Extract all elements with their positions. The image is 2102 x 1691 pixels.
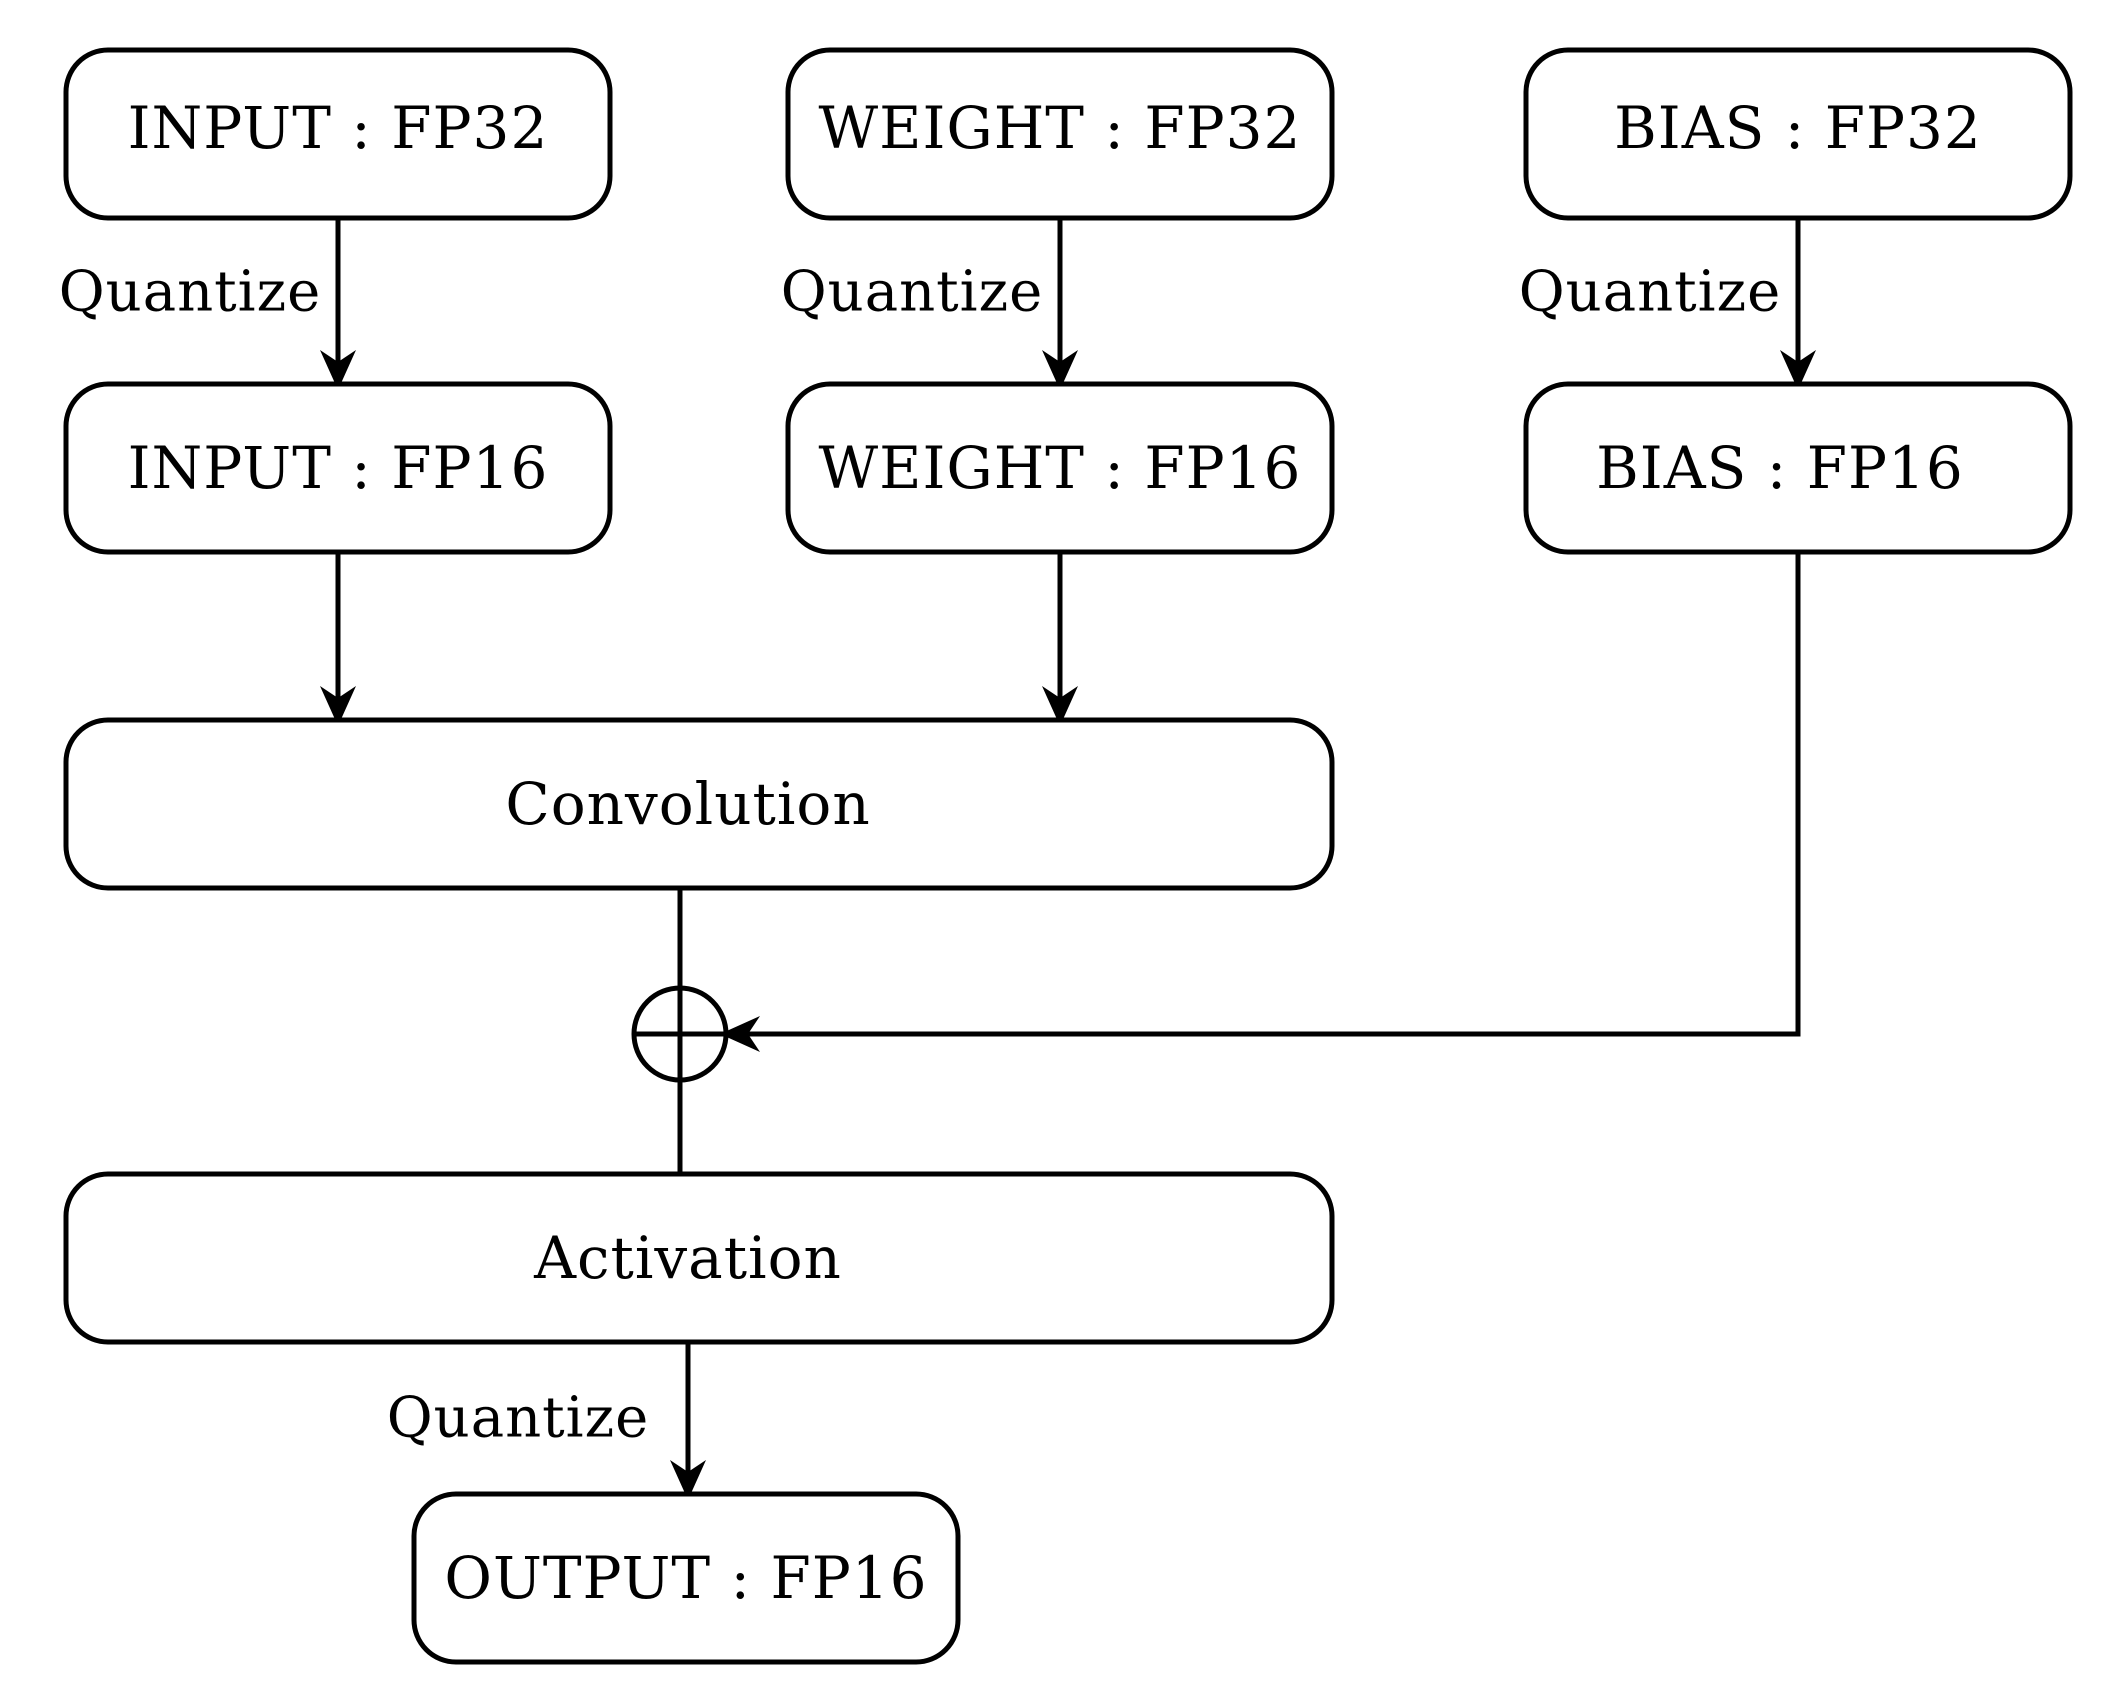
- bias-fp16-node: BIAS : FP16: [1523, 381, 2073, 555]
- weight-quantize-label: Quantize: [781, 260, 1044, 325]
- bias-quantize-label: Quantize: [1519, 260, 1782, 325]
- weight-fp32-label: WEIGHT : FP32: [819, 94, 1302, 162]
- output-quantize-label: Quantize: [387, 1386, 650, 1451]
- circled-plus-icon: [631, 985, 729, 1083]
- activation-label: Activation: [533, 1224, 842, 1292]
- output-fp16-label: OUTPUT : FP16: [444, 1544, 927, 1612]
- input-quantize-label: Quantize: [59, 260, 322, 325]
- convolution-node: Convolution: [63, 717, 1335, 891]
- bias-to-adder-arrow: [720, 552, 1801, 1052]
- input-fp32-node: INPUT : FP32: [63, 47, 613, 221]
- output-fp16-node: OUTPUT : FP16: [411, 1491, 961, 1665]
- weight-fp32-node: WEIGHT : FP32: [785, 47, 1335, 221]
- input-fp16-label: INPUT : FP16: [128, 434, 549, 502]
- weight-fp16-node: WEIGHT : FP16: [785, 381, 1335, 555]
- convolution-label: Convolution: [505, 770, 870, 838]
- input-fp32-label: INPUT : FP32: [128, 94, 549, 162]
- activation-node: Activation: [63, 1171, 1335, 1345]
- bias-fp32-label: BIAS : FP32: [1614, 94, 1982, 162]
- bias-fp16-label: BIAS : FP16: [1596, 434, 1964, 502]
- weight-fp16-label: WEIGHT : FP16: [819, 434, 1302, 502]
- input-fp16-node: INPUT : FP16: [63, 381, 613, 555]
- bias-fp32-node: BIAS : FP32: [1523, 47, 2073, 221]
